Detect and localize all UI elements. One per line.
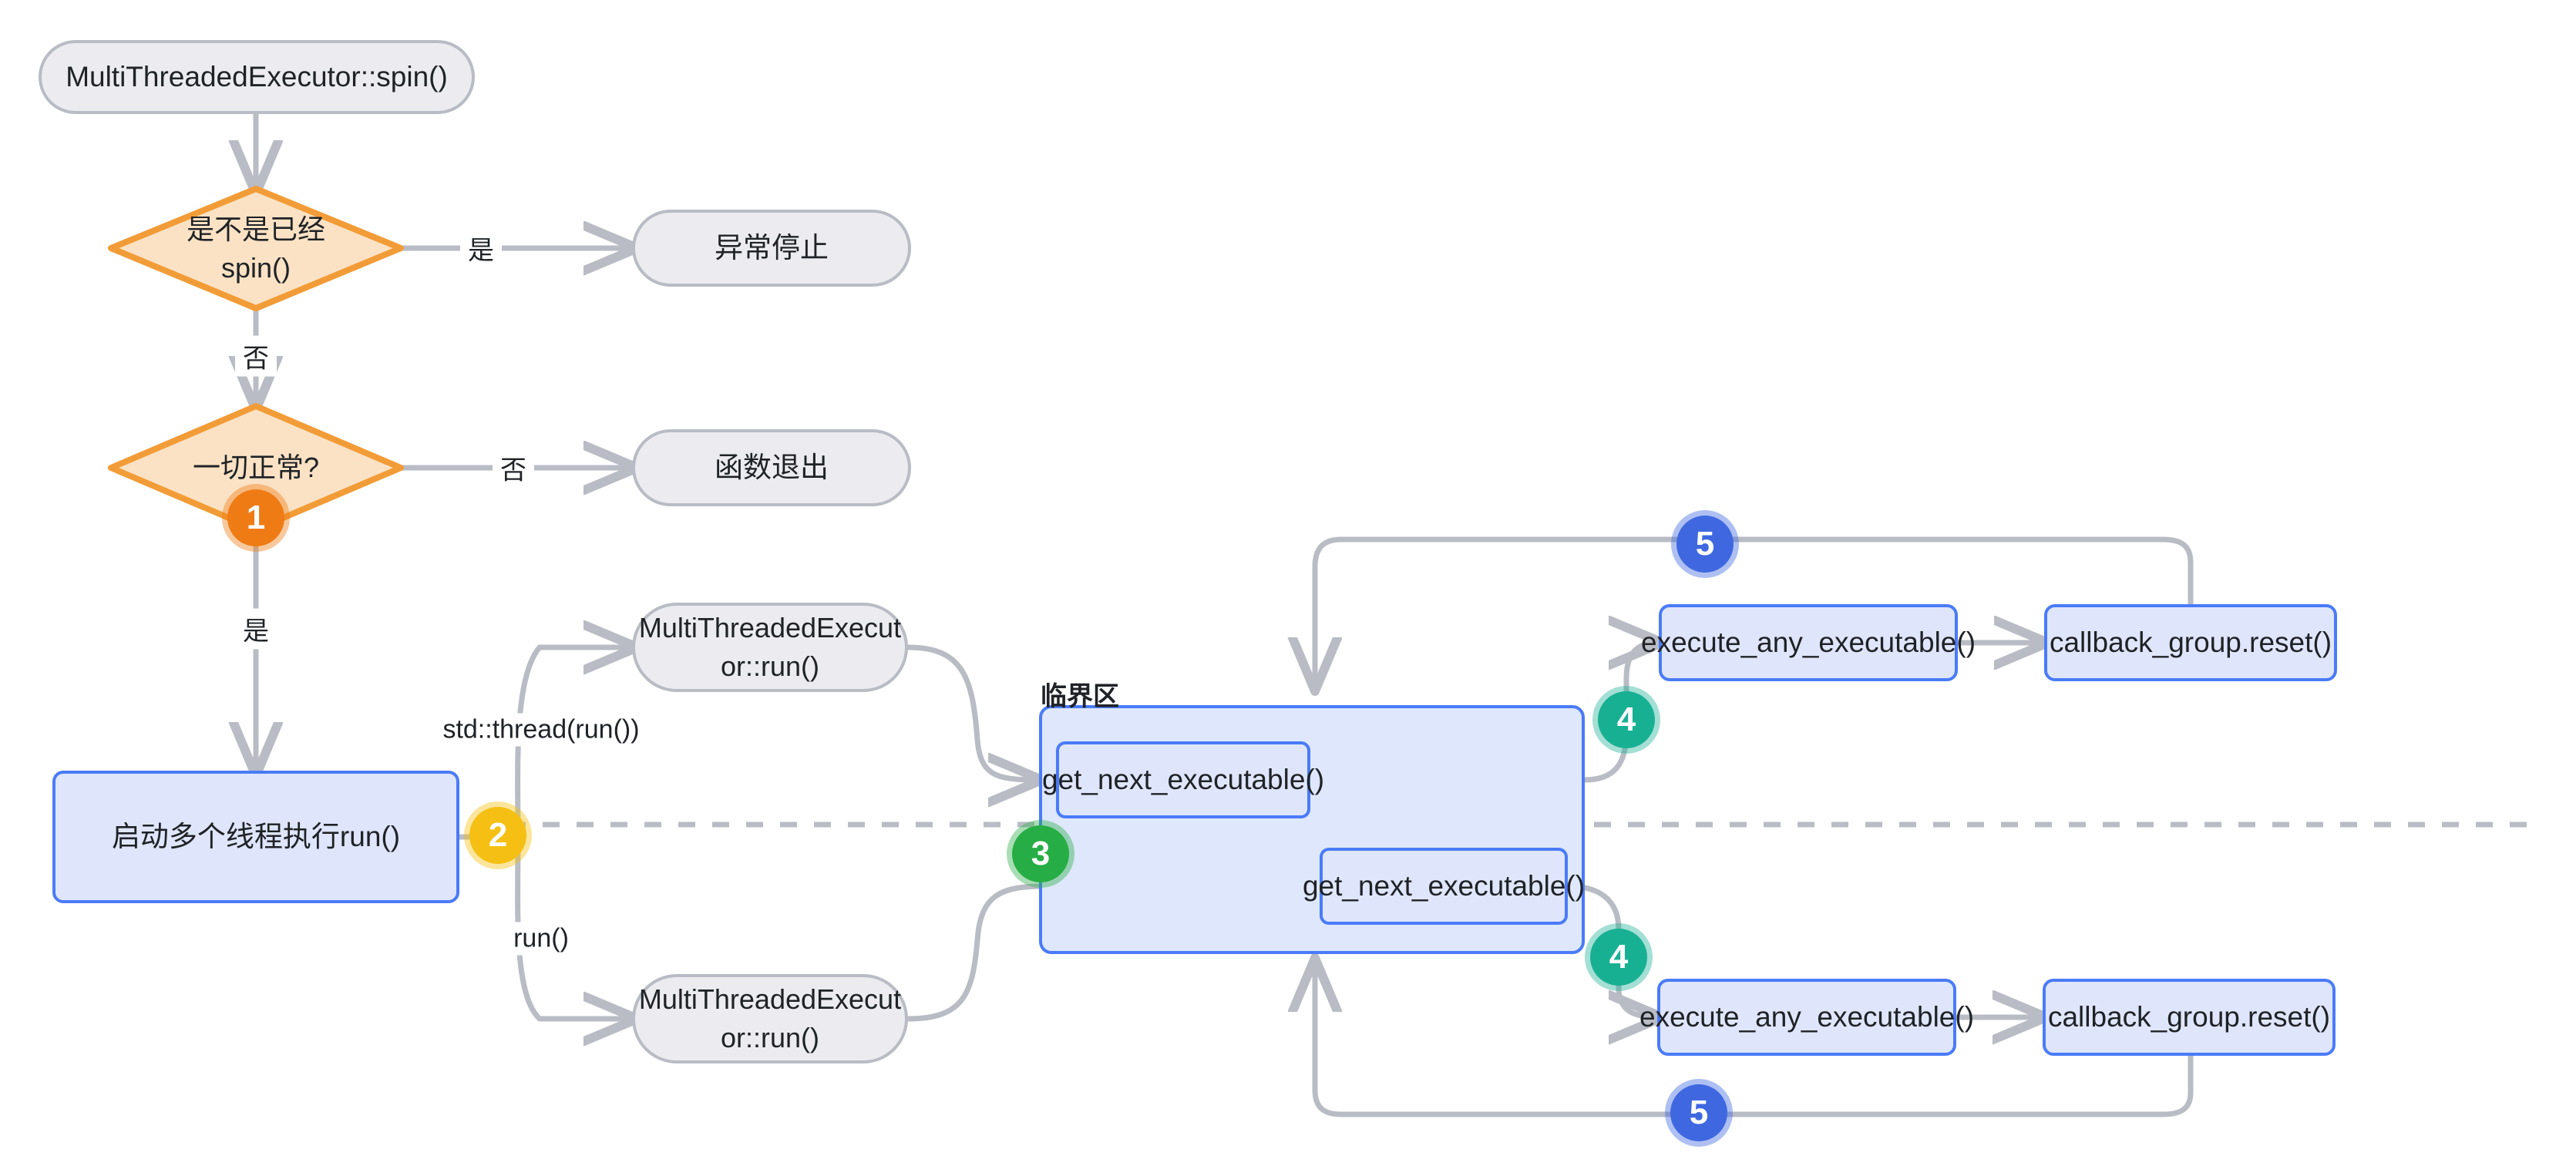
badge-step-5-top[interactable]: 5 — [1676, 516, 1734, 573]
node-decision-already-spin[interactable]: 是不是已经 spin() — [111, 189, 401, 308]
node-get-next-executable-top-label: get_next_executable() — [1041, 764, 1325, 796]
node-execute-any-executable-top[interactable]: execute_any_executable() — [1641, 604, 1976, 681]
node-get-next-executable-bottom-label: get_next_executable() — [1302, 870, 1586, 902]
node-run-bottom-label: MultiThreadedExecut or::run() — [638, 983, 902, 1053]
node-function-exit-label: 函数退出 — [715, 452, 829, 484]
badge-step-5-bottom[interactable]: 5 — [1670, 1084, 1727, 1141]
node-start-threads-label: 启动多个线程执行run() — [111, 821, 401, 853]
node-run-top[interactable]: MultiThreadedExecut or::run() — [632, 603, 908, 692]
node-callback-group-reset-bottom[interactable]: callback_group.reset() — [2043, 979, 2336, 1056]
node-decision-all-ok[interactable]: 一切正常? — [111, 406, 401, 529]
badge-step-3[interactable]: 3 — [1012, 825, 1069, 882]
badge-step-4-top[interactable]: 4 — [1598, 691, 1655, 748]
edge-label-yes-threads: 是 — [235, 608, 277, 650]
node-get-next-executable-top[interactable]: get_next_executable() — [1042, 741, 1324, 818]
node-abnormal-stop[interactable]: 异常停止 — [632, 210, 911, 287]
node-spin-entry-label: MultiThreadedExecutor::spin() — [66, 61, 448, 93]
node-decision-all-ok-label: 一切正常? — [192, 452, 320, 484]
edge-label-std-thread-run: std::thread(run()) — [435, 713, 647, 747]
node-callback-group-reset-bottom-label: callback_group.reset() — [2047, 1001, 2331, 1033]
node-callback-group-reset-top-label: callback_group.reset() — [2049, 627, 2332, 659]
node-abnormal-stop-label: 异常停止 — [715, 232, 829, 264]
node-get-next-executable-bottom[interactable]: get_next_executable() — [1303, 848, 1585, 925]
node-decision-already-spin-label: 是不是已经 spin() — [186, 213, 325, 284]
node-execute-any-executable-bottom[interactable]: execute_any_executable() — [1639, 979, 1974, 1056]
node-run-top-label: MultiThreadedExecut or::run() — [638, 612, 902, 682]
edge-label-no-all-ok: 否 — [235, 335, 277, 377]
node-execute-any-executable-top-label: execute_any_executable() — [1641, 627, 1976, 659]
edge-label-no-exit: 否 — [493, 447, 534, 489]
node-function-exit[interactable]: 函数退出 — [632, 429, 911, 506]
node-spin-entry[interactable]: MultiThreadedExecutor::spin() — [39, 40, 475, 114]
node-callback-group-reset-top[interactable]: callback_group.reset() — [2044, 604, 2337, 681]
badge-step-4-bottom[interactable]: 4 — [1590, 929, 1647, 986]
node-run-bottom[interactable]: MultiThreadedExecut or::run() — [632, 974, 908, 1063]
critical-section-title: 临界区 — [1041, 682, 1119, 711]
node-execute-any-executable-bottom-label: execute_any_executable() — [1639, 1001, 1975, 1033]
edge-label-run-call: run() — [506, 922, 577, 956]
badge-step-1[interactable]: 1 — [227, 489, 284, 546]
badge-step-2[interactable]: 2 — [469, 807, 526, 864]
node-start-threads[interactable]: 启动多个线程执行run() — [52, 771, 459, 903]
edge-label-yes-abnormal: 是 — [460, 227, 502, 269]
